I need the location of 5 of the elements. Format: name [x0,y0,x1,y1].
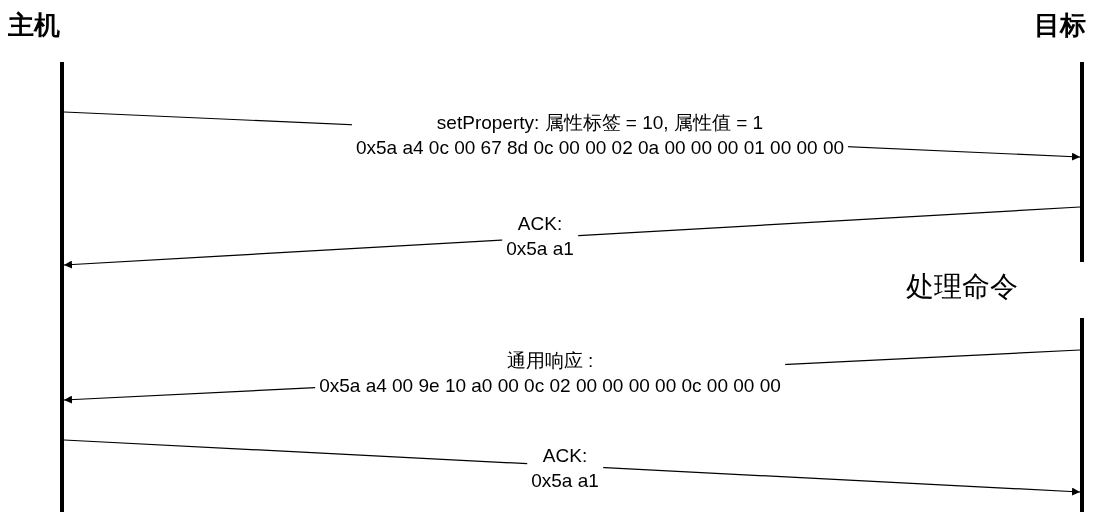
message-arrow [63,206,1081,269]
message-arrow [63,439,1081,496]
lifeline-heading: 目标 [1034,9,1086,42]
lifeline-heading: 主机 [8,9,60,42]
step-note: 处理命令 [906,270,1018,304]
